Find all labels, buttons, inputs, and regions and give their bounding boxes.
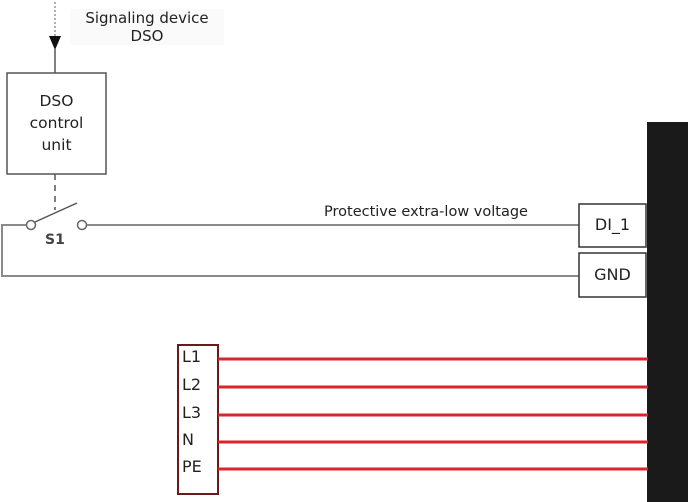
conductor-label-pe: PE [182,457,202,476]
conductor-label-n: N [182,430,194,449]
control-unit-label: DSO control unit [14,90,99,156]
switch-contact-left [25,219,37,231]
gnd-wire [1,224,580,277]
conductor-label-l2: L2 [182,375,202,394]
switch-contact-right [76,219,88,231]
power-terminal-block [177,344,219,495]
arrow-down-icon [49,36,61,50]
control-unit-line3: unit [41,136,72,154]
signaling-device-label-line1: Signaling device [85,9,209,27]
control-unit-box [6,72,107,175]
terminal-gnd-label: GND [594,265,631,284]
switch-label: S1 [45,232,65,248]
terminal-gnd [578,252,647,298]
control-unit-line1: DSO [39,92,74,110]
control-unit-line2: control [29,114,84,132]
conductor-label-l3: L3 [182,403,202,422]
conductor-label-l1: L1 [182,347,202,366]
pelv-label: Protective extra-low voltage [324,204,528,220]
switch-blade [34,202,78,223]
terminal-di1-label: DI_1 [594,215,631,234]
terminal-di1 [578,203,647,248]
device-bar [647,122,688,502]
signaling-device-label: Signaling device DSO [70,9,224,45]
signaling-device-label-line2: DSO [130,27,164,45]
